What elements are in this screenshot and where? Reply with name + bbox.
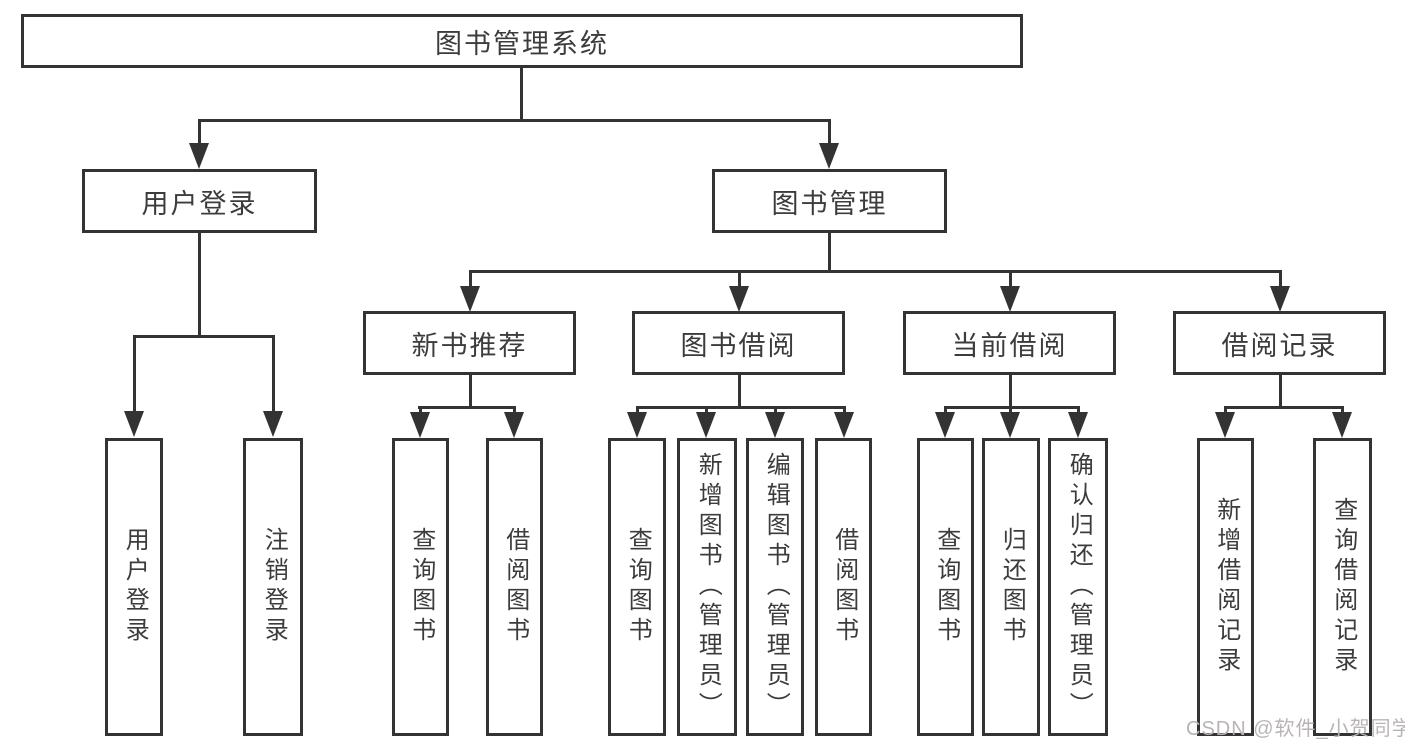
node-user-login-label: 用户登录	[141, 188, 258, 219]
connector-drop-newbook	[469, 270, 472, 288]
arrowhead-bw4	[834, 412, 854, 438]
connector-borrow-bar	[636, 406, 844, 409]
leaf-cu-query-book: 查询图书	[917, 438, 974, 736]
arrowhead-rc1	[1215, 412, 1235, 438]
arrowhead-bw2	[696, 412, 716, 438]
arrowhead-newbook	[460, 286, 480, 312]
leaf-nb-query-book: 查询图书	[392, 438, 449, 736]
connector-root-stem	[520, 68, 523, 122]
leaf-logout: 注销登录	[243, 438, 303, 736]
arrowhead-cu1	[935, 412, 955, 438]
leaf-user-login: 用户登录	[105, 438, 163, 736]
connector-records-bar	[1224, 406, 1344, 409]
connector-drop-login	[198, 119, 201, 145]
connector-drop-borrow	[738, 270, 741, 288]
connector-newbook-bar	[418, 406, 516, 409]
leaf-logout-label: 注销登录	[260, 527, 288, 647]
leaf-bw-edit-book-admin-label: 编辑图书（管理员）	[762, 452, 790, 722]
leaf-cu-return-book-label: 归还图书	[998, 527, 1026, 647]
leaf-rc-query-borrow-record-label: 查询借阅记录	[1329, 497, 1357, 677]
connector-current-stem	[1009, 375, 1012, 409]
leaf-cu-query-book-label: 查询图书	[932, 527, 960, 647]
connector-drop-bw4	[843, 406, 846, 414]
leaf-rc-add-borrow-record: 新增借阅记录	[1197, 438, 1254, 736]
arrowhead-login	[189, 143, 209, 169]
arrowhead-current	[1000, 286, 1020, 312]
connector-mgmt-stem	[828, 233, 831, 273]
connector-drop-rc2	[1341, 406, 1344, 414]
connector-records-stem	[1279, 375, 1282, 409]
connector-drop-current	[1009, 270, 1012, 288]
connector-drop-leaf-login-2	[272, 335, 275, 413]
arrowhead-mgmt	[819, 143, 839, 169]
leaf-cu-return-book: 归还图书	[982, 438, 1040, 736]
leaf-bw-borrow-book-label: 借阅图书	[830, 527, 858, 647]
leaf-user-login-label: 用户登录	[121, 527, 149, 647]
arrowhead-records	[1270, 286, 1290, 312]
node-borrow-records: 借阅记录	[1173, 311, 1386, 375]
leaf-bw-query-book: 查询图书	[608, 438, 666, 736]
connector-drop-nb2	[513, 406, 516, 414]
arrowhead-leaf-login-2	[263, 411, 283, 437]
node-new-book-recommend: 新书推荐	[363, 311, 576, 375]
connector-current-bar	[944, 406, 1080, 409]
node-book-mgmt-label: 图书管理	[771, 188, 888, 219]
node-root-label: 图书管理系统	[435, 28, 609, 59]
leaf-nb-borrow-book: 借阅图书	[486, 438, 543, 736]
connector-drop-records	[1279, 270, 1282, 288]
leaf-cu-confirm-return-admin: 确认归还（管理员）	[1048, 438, 1108, 736]
connector-drop-mgmt	[828, 119, 831, 145]
leaf-bw-edit-book-admin: 编辑图书（管理员）	[746, 438, 804, 736]
connector-login-stem	[198, 233, 201, 337]
connector-mgmt-bar	[469, 270, 1282, 273]
connector-drop-rc1	[1224, 406, 1227, 414]
arrowhead-cu3	[1068, 412, 1088, 438]
leaf-rc-add-borrow-record-label: 新增借阅记录	[1212, 497, 1240, 677]
connector-login-bar	[133, 335, 275, 338]
leaf-rc-query-borrow-record: 查询借阅记录	[1313, 438, 1372, 736]
leaf-bw-query-book-label: 查询图书	[624, 527, 652, 647]
connector-drop-bw3	[774, 406, 777, 414]
connector-borrow-stem	[738, 375, 741, 409]
leaf-bw-borrow-book: 借阅图书	[815, 438, 872, 736]
csdn-watermark: CSDN @软件_小贺同学	[1186, 718, 1405, 740]
node-book-borrow-label: 图书借阅	[680, 330, 797, 361]
connector-drop-leaf-login-1	[133, 335, 136, 413]
node-user-login: 用户登录	[82, 169, 317, 233]
arrowhead-nb2	[504, 412, 524, 438]
connector-drop-bw2	[705, 406, 708, 414]
connector-newbook-stem	[469, 375, 472, 409]
connector-drop-nb1	[419, 406, 422, 414]
connector-drop-cu2	[1009, 406, 1012, 414]
arrowhead-cu2	[1000, 412, 1020, 438]
node-current-borrow-label: 当前借阅	[951, 330, 1068, 361]
connector-drop-cu3	[1077, 406, 1080, 414]
arrowhead-borrow	[729, 286, 749, 312]
leaf-cu-confirm-return-admin-label: 确认归还（管理员）	[1065, 452, 1093, 722]
connector-drop-bw1	[636, 406, 639, 414]
node-root-system: 图书管理系统	[21, 14, 1023, 68]
node-new-book-recommend-label: 新书推荐	[411, 330, 528, 361]
arrowhead-rc2	[1332, 412, 1352, 438]
leaf-nb-query-book-label: 查询图书	[407, 527, 435, 647]
leaf-bw-add-book-admin-label: 新增图书（管理员）	[694, 452, 722, 722]
node-book-mgmt: 图书管理	[712, 169, 947, 233]
node-current-borrow: 当前借阅	[903, 311, 1116, 375]
arrowhead-bw1	[627, 412, 647, 438]
leaf-bw-add-book-admin: 新增图书（管理员）	[677, 438, 737, 736]
leaf-nb-borrow-book-label: 借阅图书	[501, 527, 529, 647]
arrowhead-nb1	[410, 412, 430, 438]
node-book-borrow: 图书借阅	[632, 311, 845, 375]
connector-root-bar	[198, 119, 831, 122]
connector-drop-cu1	[944, 406, 947, 414]
arrowhead-leaf-login-1	[124, 411, 144, 437]
node-borrow-records-label: 借阅记录	[1221, 330, 1338, 361]
arrowhead-bw3	[765, 412, 785, 438]
